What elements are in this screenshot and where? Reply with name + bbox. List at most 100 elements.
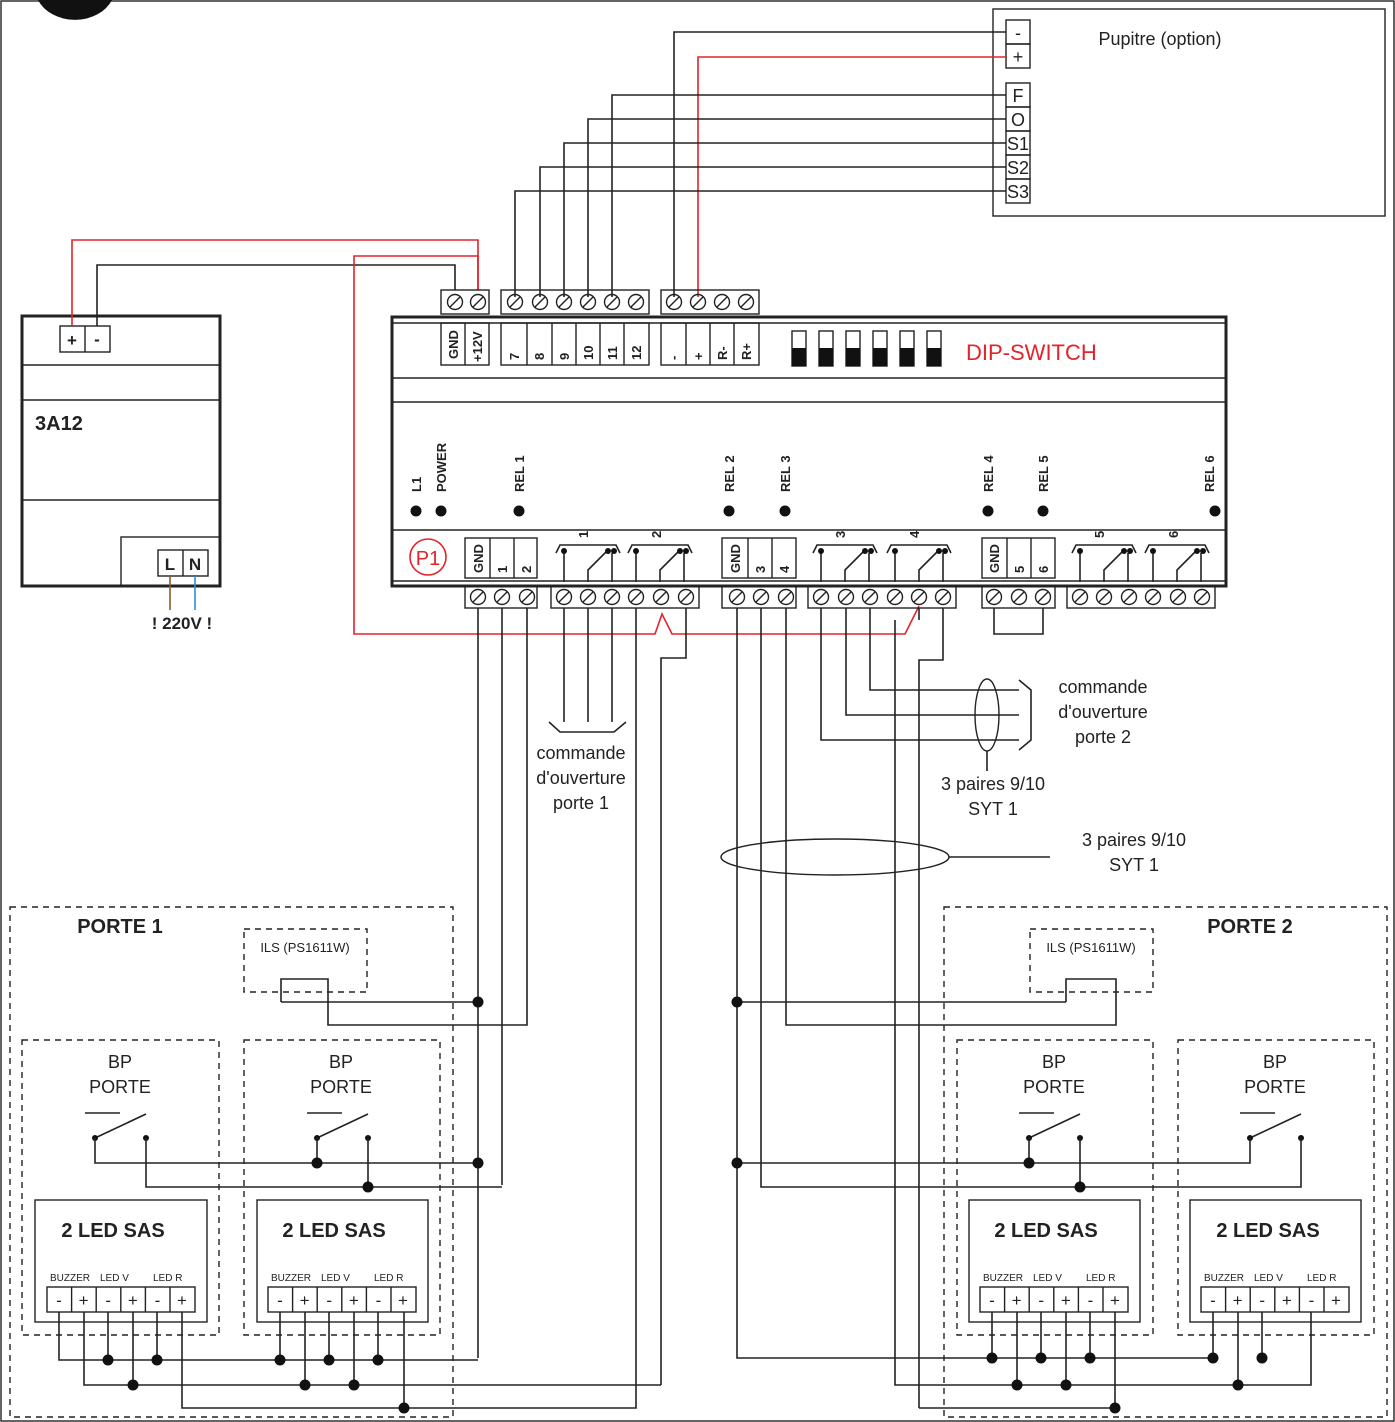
term-gnd-3: GND (987, 544, 1002, 573)
porte2-led-a-term-2: + (1012, 1291, 1022, 1310)
bottom-screw-17 (910, 588, 928, 606)
corner-badge (38, 0, 112, 20)
porte2-led-b-term-4: + (1282, 1291, 1292, 1310)
cmd-porte1: commande d'ouverture porte 1 (536, 608, 627, 813)
porte1-led-a-term-3: - (105, 1291, 111, 1310)
relay-2-label: 2 (649, 531, 664, 538)
porte1-led-b-group-1: BUZZER (271, 1273, 311, 1284)
led-rel6-label: REL 6 (1202, 455, 1217, 492)
dip-switch: DIP-SWITCH (791, 330, 1097, 367)
top-screw-11 (713, 293, 731, 311)
bottom-screw-16 (886, 588, 904, 606)
pupitre-term-s2: S2 (1007, 158, 1029, 178)
led-power-label: POWER (434, 442, 449, 492)
porte2-title: PORTE 2 (1207, 916, 1293, 938)
bottom-screw-21 (1034, 588, 1052, 606)
relay-5-label: 5 (1092, 531, 1107, 538)
relay-3-label: 3 (833, 531, 848, 538)
porte1-led-a-term-4: + (128, 1291, 138, 1310)
pupitre-box (992, 8, 1386, 217)
porte1-led-b-term-4: + (349, 1291, 359, 1310)
porte2-led-a-group-1: BUZZER (983, 1273, 1023, 1284)
porte1-led-b-term-2: + (300, 1291, 310, 1310)
psu-l-label: L (165, 555, 175, 574)
porte2-led-a-term-3: - (1038, 1291, 1044, 1310)
porte1-led-b-group-3: LED R (374, 1273, 403, 1284)
porte2-bp-b-line2: PORTE (1244, 1077, 1306, 1097)
porte1-ils (243, 928, 368, 993)
term-gnd-2: GND (728, 544, 743, 573)
bottom-screw-27 (1193, 588, 1211, 606)
top-terminal-labels: GND +12V 7 8 9 10 11 12 - + R- R+ (440, 322, 760, 366)
bottom-screw-22 (1071, 588, 1089, 606)
pupitre-term-s3: S3 (1007, 182, 1029, 202)
porte1-led-a-group-2: LED V (100, 1273, 129, 1284)
porte2-led-b-term-5: - (1309, 1291, 1315, 1310)
bottom-screw-20 (1010, 588, 1028, 606)
bottom-screw-9 (677, 588, 695, 606)
top-screw-5 (555, 293, 573, 311)
bottom-screw-3 (518, 588, 536, 606)
status-leds: L1 POWER REL 1 REL 2 REL 3 REL 4 REL 5 R… (409, 442, 1221, 517)
pupitre-term-s1: S1 (1007, 134, 1029, 154)
top-screw-8 (627, 293, 645, 311)
pupitre-wires (514, 31, 1006, 297)
porte1-led-a-term-6: + (177, 1291, 187, 1310)
porte2-led-b-term-6: + (1331, 1291, 1341, 1310)
porte1-title: PORTE 1 (77, 916, 163, 938)
relay-contact-1 (555, 544, 621, 582)
led-l1-label: L1 (409, 477, 424, 492)
relay-contact-2 (627, 544, 693, 582)
term-gnd-1: GND (471, 544, 486, 573)
bottom-screw-23 (1095, 588, 1113, 606)
porte2-led-a-group-2: LED V (1033, 1273, 1062, 1284)
relay-contact-3 (812, 544, 878, 582)
porte1-led-b-term-1: - (277, 1291, 283, 1310)
porte2-led-b (1189, 1199, 1362, 1323)
term-minus: - (666, 356, 681, 360)
top-screw-4 (531, 293, 549, 311)
top-screw-12 (737, 293, 755, 311)
relay-contact-4 (886, 544, 952, 582)
porte1-led-a-term-5: - (155, 1291, 161, 1310)
bottom-screw-12 (777, 588, 795, 606)
porte1-bp-b-line2: PORTE (310, 1077, 372, 1097)
term-in-3: 3 (753, 566, 768, 573)
pupitre: Pupitre (option) - + F O S1 S2 S3 (992, 8, 1386, 217)
power-supply: + - 3A12 L N ! 220V ! (20, 314, 222, 633)
term-11: 11 (605, 346, 620, 360)
porte1-led-a-term-2: + (79, 1291, 89, 1310)
cmd-porte2-line3: porte 2 (1075, 727, 1131, 747)
porte1-led-a-group-1: BUZZER (50, 1273, 90, 1284)
bottom-terminal-labels: GND 1 2 GND 3 4 GND 5 6 (464, 537, 1056, 579)
bottom-screw-15 (861, 588, 879, 606)
pupitre-terminals: - + F O S1 S2 S3 (1005, 19, 1031, 204)
porte2-led-a (968, 1199, 1141, 1323)
porte2-led-b-title: 2 LED SAS (1216, 1220, 1319, 1242)
bottom-screw-7 (627, 588, 645, 606)
porte2-bp-a-line1: BP (1042, 1052, 1066, 1072)
psu-minus-label: - (94, 330, 100, 349)
psu-name: 3A12 (35, 413, 83, 435)
porte2-led-a-term-1: - (989, 1291, 995, 1310)
bottom-screw-6 (603, 588, 621, 606)
bottom-screw-26 (1169, 588, 1187, 606)
top-screw-3 (506, 293, 524, 311)
cable-a-line1: 3 paires 9/10 (941, 774, 1045, 794)
porte2-led-a-title: 2 LED SAS (994, 1220, 1097, 1242)
cmd-porte1-line2: d'ouverture (536, 768, 626, 788)
p1-marker: P1 (409, 538, 447, 576)
mains-label: ! 220V ! (152, 614, 212, 633)
porte1-zone (9, 906, 454, 1418)
cable-b-line2: SYT 1 (1109, 855, 1159, 875)
term-9: 9 (557, 353, 572, 360)
top-screw-2 (469, 293, 487, 311)
term-in-6: 6 (1036, 566, 1051, 573)
term-12: 12 (629, 346, 644, 360)
term-in-1: 1 (495, 566, 510, 573)
bottom-screw-18 (934, 588, 952, 606)
